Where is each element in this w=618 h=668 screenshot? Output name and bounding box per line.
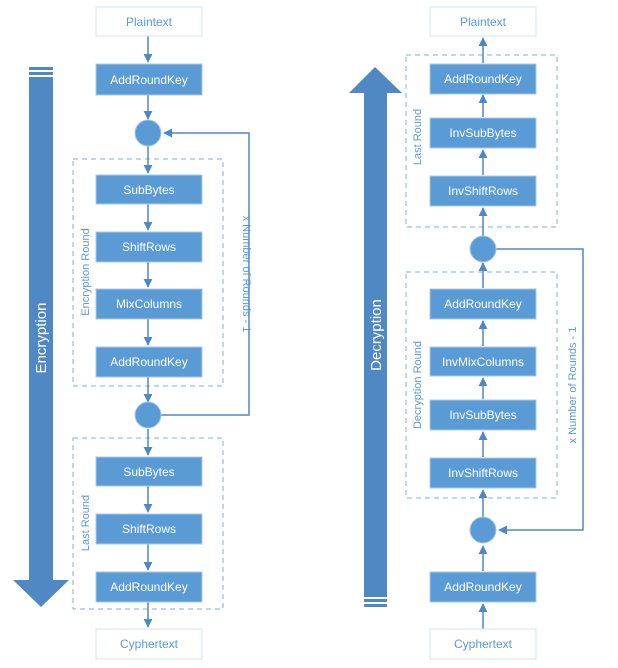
svg-text:AddRoundKey: AddRoundKey xyxy=(110,73,187,87)
decryption-round-step: InvSubBytes xyxy=(429,399,537,431)
svg-text:SubBytes: SubBytes xyxy=(123,183,174,197)
svg-text:InvMixColumns: InvMixColumns xyxy=(442,355,524,369)
svg-text:Cyphertext: Cyphertext xyxy=(120,637,179,651)
encryption-round-step: AddRoundKey xyxy=(95,346,203,378)
decryption-round-label: Decryption Round xyxy=(412,341,424,429)
svg-text:AddRoundKey: AddRoundKey xyxy=(110,355,187,369)
decryption-input: Cyphertext xyxy=(429,628,537,660)
encryption-initial-step: AddRoundKey xyxy=(95,63,203,96)
svg-text:InvSubBytes: InvSubBytes xyxy=(449,408,516,422)
encryption-merge-node-top xyxy=(134,119,162,147)
svg-text:InvShiftRows: InvShiftRows xyxy=(448,184,518,198)
decryption-last-round-step: InvShiftRows xyxy=(429,175,537,207)
decryption-round-step: InvMixColumns xyxy=(429,346,537,377)
encryption-last-round-step: ShiftRows xyxy=(95,513,203,545)
svg-text:AddRoundKey: AddRoundKey xyxy=(444,297,521,311)
encryption-repeat-label: x Number of Rounds - 1 xyxy=(240,216,252,333)
decryption-label: Decryption xyxy=(368,299,385,371)
encryption-last-round-step: AddRoundKey xyxy=(95,571,203,603)
decryption-direction-arrow: Decryption xyxy=(349,67,402,607)
decryption-last-round-step: AddRoundKey xyxy=(429,63,537,95)
decryption-last-round-step: InvSubBytes xyxy=(429,117,537,149)
encryption-merge-node-bottom xyxy=(134,401,162,429)
svg-text:InvSubBytes: InvSubBytes xyxy=(449,126,516,140)
encryption-label: Encryption xyxy=(33,303,50,374)
svg-text:ShiftRows: ShiftRows xyxy=(122,522,176,536)
decryption-repeat-label: x Number of Rounds - 1 xyxy=(567,327,579,444)
decryption-initial-step: AddRoundKey xyxy=(429,571,537,603)
encryption-round-step: SubBytes xyxy=(95,174,203,205)
encryption-output: Cyphertext xyxy=(95,628,203,660)
decryption-last-round-container xyxy=(405,54,558,228)
svg-text:SubBytes: SubBytes xyxy=(123,465,174,479)
svg-text:Cyphertext: Cyphertext xyxy=(454,637,513,651)
encryption-last-round-step: SubBytes xyxy=(95,456,203,487)
svg-text:Plaintext: Plaintext xyxy=(460,15,507,29)
encryption-connectors xyxy=(143,36,250,628)
decryption-output: Plaintext xyxy=(429,6,537,37)
svg-text:Plaintext: Plaintext xyxy=(126,15,173,29)
svg-text:ShiftRows: ShiftRows xyxy=(122,240,176,254)
encryption-input: Plaintext xyxy=(95,6,203,37)
svg-text:MixColumns: MixColumns xyxy=(116,297,182,311)
encryption-round-label: Encryption Round xyxy=(80,228,92,315)
svg-text:AddRoundKey: AddRoundKey xyxy=(110,580,187,594)
decryption-last-round-label: Last Round xyxy=(412,109,424,165)
decryption-round-step: InvShiftRows xyxy=(429,457,537,489)
decryption-connectors xyxy=(478,37,584,629)
encryption-round-step: MixColumns xyxy=(95,288,203,320)
encryption-direction-arrow: Encryption xyxy=(13,67,69,607)
svg-text:AddRoundKey: AddRoundKey xyxy=(444,580,521,594)
svg-text:AddRoundKey: AddRoundKey xyxy=(444,72,521,86)
encryption-last-round-label: Last Round xyxy=(80,495,92,551)
decryption-merge-node-bottom xyxy=(469,516,497,544)
encryption-round-step: ShiftRows xyxy=(95,231,203,263)
decryption-round-step: AddRoundKey xyxy=(429,288,537,320)
svg-text:InvShiftRows: InvShiftRows xyxy=(448,466,518,480)
decryption-merge-node-top xyxy=(469,235,497,263)
